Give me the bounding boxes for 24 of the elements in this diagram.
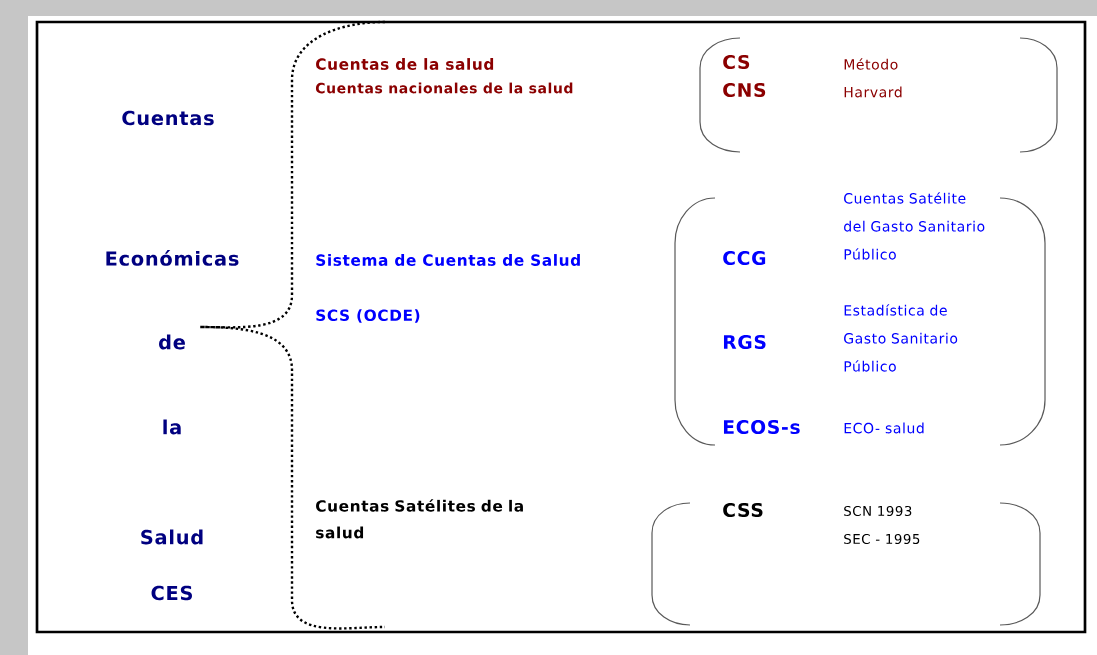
title-word: CES <box>151 585 192 601</box>
title-word: la <box>163 419 181 435</box>
category-label: Cuentas de la salud <box>316 58 494 70</box>
category-label: Cuentas Satélites de la salud <box>316 499 523 539</box>
description-text: SEC - 1995 <box>844 533 920 545</box>
category-label: Cuentas nacionales de la salud <box>315 82 573 94</box>
description-text: Método <box>844 58 898 70</box>
description-text: Harvard <box>844 86 902 98</box>
category-label: Sistema de Cuentas de Salud <box>316 254 580 266</box>
description-text: Cuentas Satélite del Gasto Sanitario Público <box>844 192 985 260</box>
acronym-label: CSS <box>723 502 763 518</box>
acronym-label: CS <box>723 54 750 70</box>
acronym-label: CNS <box>723 82 766 98</box>
acronym-label: ECOS-s <box>724 419 800 435</box>
title-word: Salud <box>141 529 203 545</box>
description-text: ECO- salud <box>844 422 924 434</box>
acronym-label: CCG <box>723 250 766 266</box>
description-text: Estadística de Gasto Sanitario Público <box>844 304 958 372</box>
title-word: de <box>159 334 185 350</box>
title-word: Cuentas <box>122 110 214 126</box>
description-text: SCN 1993 <box>844 505 912 517</box>
title-word: Económicas <box>106 250 239 266</box>
category-label: SCS (OCDE) <box>316 309 420 323</box>
acronym-label: RGS <box>724 334 766 350</box>
